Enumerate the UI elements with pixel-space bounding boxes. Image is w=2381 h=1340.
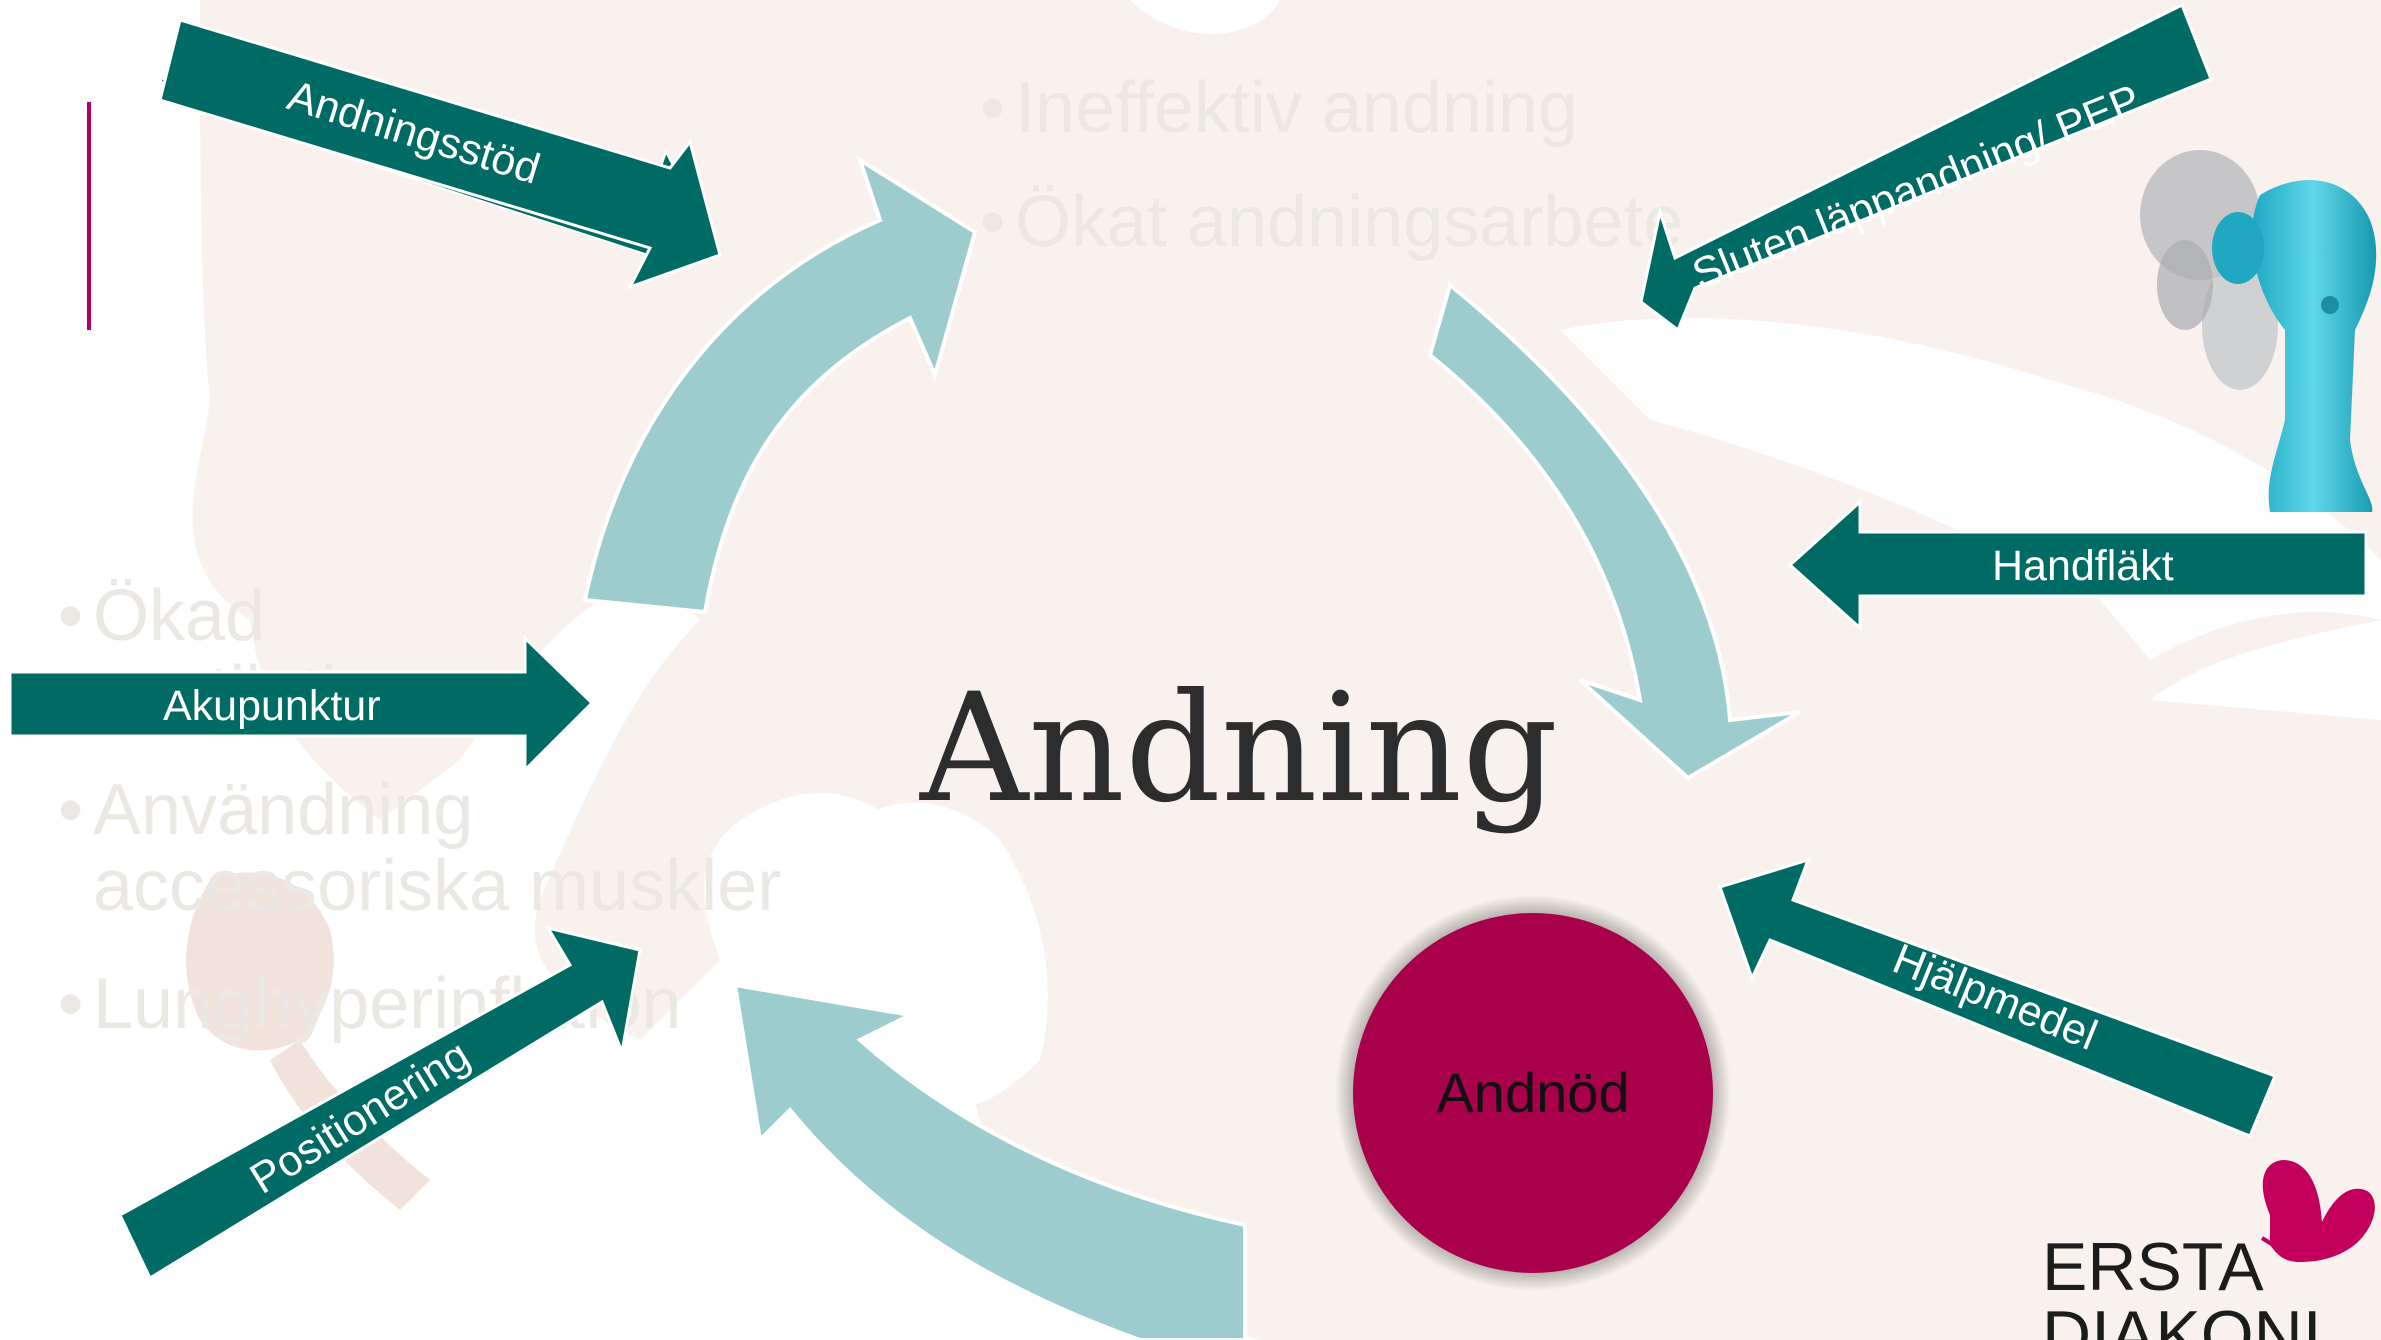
svg-text:•: • (980, 182, 1005, 262)
cycle-arrow-bottom (732, 982, 1247, 1340)
intervention-arrow-handflakt: Handfläkt (1787, 498, 2368, 632)
bullet-top-2: Ökat andningsarbete (1015, 182, 1683, 262)
intervention-arrow-akupunktur: Akupunktur (8, 634, 595, 774)
diagram-title: Andning (919, 662, 1558, 836)
logo-line2: DIAKONI (2042, 1297, 2322, 1340)
cycle-arrow-right (1427, 281, 1802, 781)
andnod-circle: Andnöd (1335, 895, 1731, 1291)
andnod-label: Andnöd (1436, 1061, 1629, 1124)
bullet-left-2a: Användning (93, 770, 473, 850)
bullets-top: • Ineffektiv andning • Ökat andningsarbe… (980, 68, 1683, 262)
butterfly-icon (2262, 1160, 2375, 1262)
svg-text:•: • (58, 576, 83, 656)
bullet-left-1a: Ökad (93, 576, 265, 656)
svg-text:•: • (58, 770, 83, 850)
label-akupunktur: Akupunktur (163, 682, 381, 730)
bullet-left-2b: accessoriska muskler (93, 846, 781, 926)
svg-text:•: • (980, 68, 1005, 148)
hand-fan-icon (2140, 150, 2377, 513)
cycle-arrow-top-left (582, 155, 978, 615)
ersta-diakoni-logo: ERSTA DIAKONI (2042, 1160, 2375, 1340)
logo-line1: ERSTA (2042, 1229, 2264, 1305)
bullet-top-1: Ineffektiv andning (1015, 68, 1578, 148)
svg-text:•: • (58, 964, 83, 1044)
accent-line (87, 102, 91, 330)
label-handflakt: Handfläkt (1992, 542, 2174, 590)
cycle-arrows (582, 155, 1802, 1340)
